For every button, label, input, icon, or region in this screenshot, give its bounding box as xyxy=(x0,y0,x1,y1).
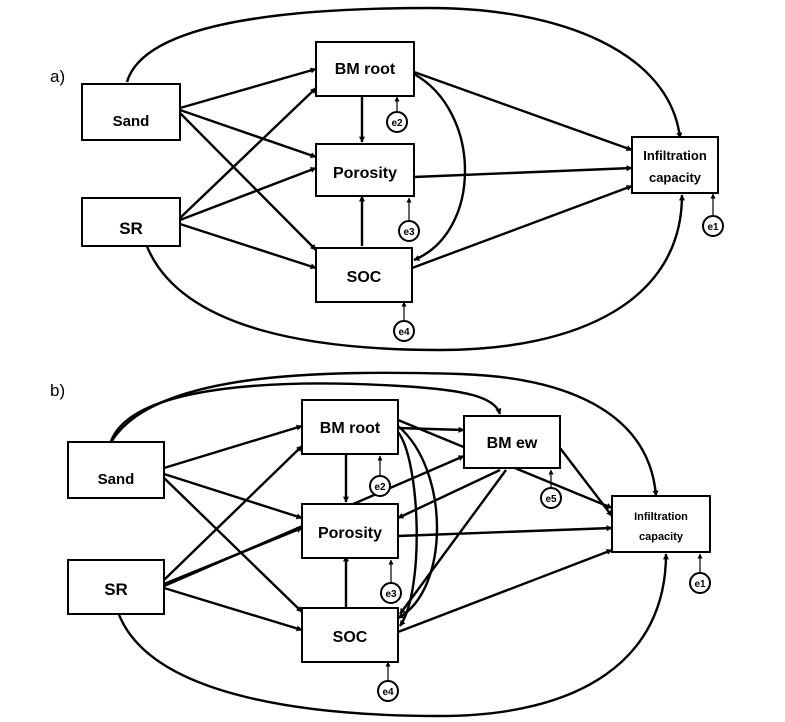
edge-a-sr-porosity xyxy=(179,166,317,222)
edge-a-bmroot-infil xyxy=(413,70,633,152)
error-a-e4: e4 xyxy=(393,320,415,342)
node-a-infil-line2: capacity xyxy=(649,170,702,185)
node-b-sand-label: Sand xyxy=(98,471,135,488)
error-b-e4-label: e4 xyxy=(382,687,394,698)
panel-a-edges xyxy=(125,6,716,352)
node-b-sr: SR xyxy=(67,559,165,615)
error-a-e3-label: e3 xyxy=(403,227,415,238)
edge-b-sr-bmroot xyxy=(163,445,303,581)
node-a-infil-line1: Infiltration xyxy=(643,148,707,163)
node-a-sr-label: SR xyxy=(119,219,143,238)
error-b-e1: e1 xyxy=(689,572,711,594)
node-a-infiltration: Infiltration capacity xyxy=(631,136,719,194)
node-a-soc-label: SOC xyxy=(347,269,382,286)
node-a-bmroot-label: BM root xyxy=(335,61,396,78)
node-b-infiltration: Infiltration capacity xyxy=(611,495,711,553)
node-b-bmew-label: BM ew xyxy=(487,435,538,452)
error-a-e4-label: e4 xyxy=(398,327,410,338)
error-b-e2-label: e2 xyxy=(374,482,386,493)
edge-a-sr-soc xyxy=(179,222,317,270)
error-a-e2-label: e2 xyxy=(391,118,403,129)
node-a-porosity-label: Porosity xyxy=(333,165,397,182)
edge-a-sand-soc xyxy=(179,112,317,251)
error-b-e3-label: e3 xyxy=(385,589,397,600)
edge-b-sand-bmroot xyxy=(163,424,303,470)
error-b-e1-label: e1 xyxy=(694,579,706,590)
node-b-bmroot: BM root xyxy=(301,399,399,455)
node-b-porosity-label: Porosity xyxy=(318,525,382,542)
node-b-infil-line1: Infiltration xyxy=(634,511,688,523)
node-b-sr-label: SR xyxy=(104,580,128,599)
node-b-soc: SOC xyxy=(301,607,399,663)
panel-a-label: a) xyxy=(50,67,65,86)
edge-a-sr-bmroot xyxy=(179,87,317,219)
error-a-e1: e1 xyxy=(702,215,724,237)
edge-a-sand-bmroot xyxy=(179,67,317,110)
edge-a-porosity-infil xyxy=(413,165,633,179)
error-b-e3: e3 xyxy=(380,582,402,604)
edge-b-bmroot-soc-2 xyxy=(397,431,418,627)
edge-b-bmew-soc xyxy=(399,469,507,615)
panel-b: b) xyxy=(50,371,711,718)
node-b-porosity: Porosity xyxy=(301,503,399,559)
node-a-porosity: Porosity xyxy=(315,143,415,197)
error-a-e1-label: e1 xyxy=(707,222,719,233)
edge-b-soc-infil xyxy=(397,548,613,634)
node-a-bmroot: BM root xyxy=(315,41,415,97)
error-b-e4: e4 xyxy=(377,680,399,702)
edge-b-sand-porosity xyxy=(163,472,303,520)
node-a-sand-label: Sand xyxy=(113,113,150,130)
panel-a: a) xyxy=(50,6,724,352)
edge-b-sand-soc xyxy=(163,477,303,613)
error-b-e5-label: e5 xyxy=(545,494,557,505)
error-b-e5: e5 xyxy=(540,487,562,509)
node-b-infil-line2: capacity xyxy=(639,531,684,543)
edge-a-sr-infil xyxy=(144,194,685,352)
node-b-sand: Sand xyxy=(67,441,165,499)
node-a-sr: SR xyxy=(81,197,181,247)
edge-b-bmroot-soc xyxy=(397,425,439,620)
edge-b-bmew-porosity xyxy=(397,468,501,520)
error-a-e2: e2 xyxy=(386,111,408,133)
node-a-soc: SOC xyxy=(315,247,413,303)
panel-b-label: b) xyxy=(50,381,65,400)
edge-b-sr-soc xyxy=(163,586,303,632)
edge-a-soc-infil xyxy=(411,184,633,270)
edge-b-bmroot-bmew xyxy=(397,426,465,433)
edge-a-bmroot-soc xyxy=(413,72,467,262)
edge-a-sand-infil xyxy=(125,6,683,139)
error-a-e3: e3 xyxy=(398,220,420,242)
node-b-bmew: BM ew xyxy=(463,415,561,469)
node-b-soc-label: SOC xyxy=(333,629,368,646)
edge-b-sr-infil xyxy=(116,553,669,718)
node-b-bmroot-label: BM root xyxy=(320,420,381,437)
edge-a-sand-porosity xyxy=(179,108,317,159)
edge-b-porosity-infil xyxy=(397,525,613,538)
error-b-e2: e2 xyxy=(369,475,391,497)
node-a-sand: Sand xyxy=(81,83,181,141)
edge-b-sand-infil xyxy=(108,371,659,497)
